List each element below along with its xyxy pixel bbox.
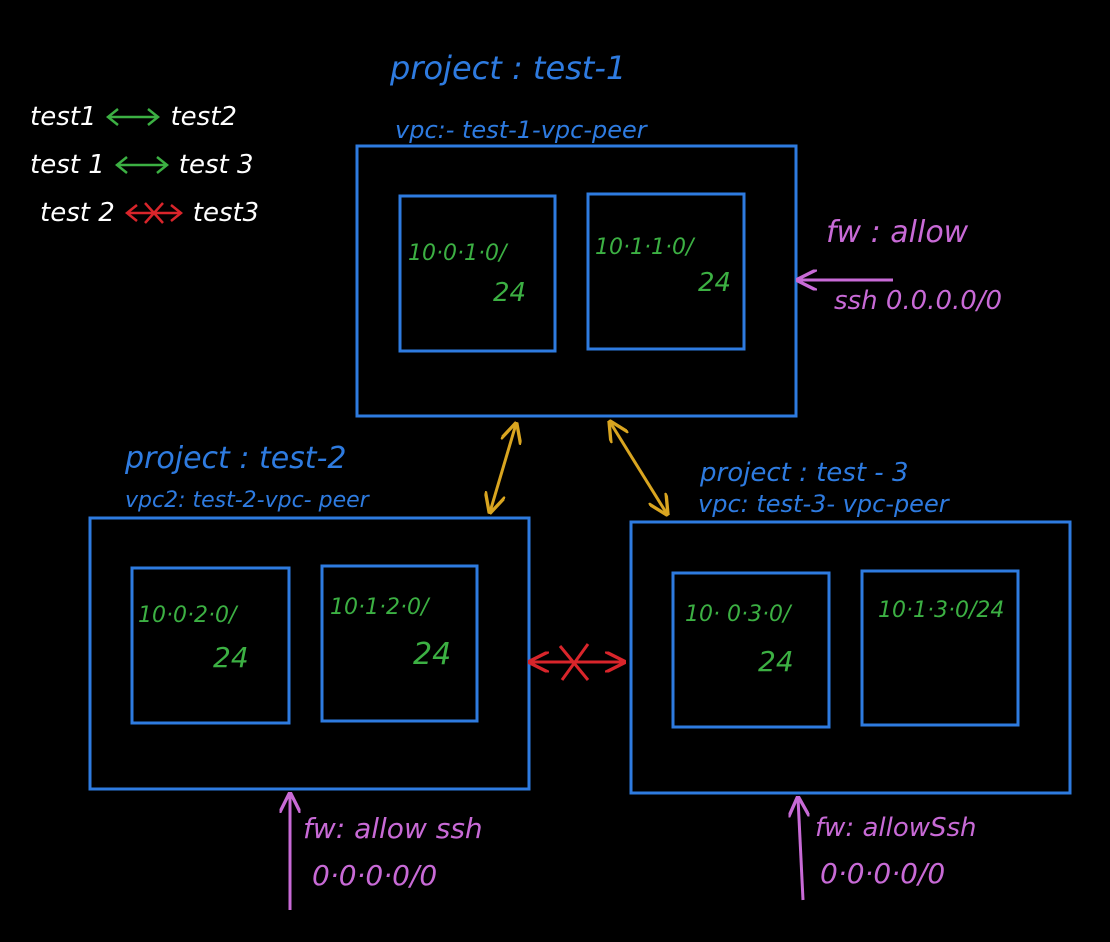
vpc-label-test-1: vpc:- test-1-vpc-peer <box>395 116 647 144</box>
firewall-rule-test-2-line1: fw: allow ssh <box>303 812 483 845</box>
legend-row-2: test 1 test 3 <box>30 148 254 182</box>
legend-right-label: test 3 <box>178 150 254 180</box>
subnet-cidr-test-3-b: 10·1·3·0/24 <box>878 598 1005 623</box>
legend-right-label: test3 <box>192 198 260 228</box>
vpc-box-test-3 <box>629 520 1072 795</box>
blocked-arrow-icon <box>124 202 183 224</box>
project-label-test-3: project : test - 3 <box>700 458 909 488</box>
firewall-rule-test-1-line2: ssh 0.0.0.0/0 <box>834 286 1003 316</box>
firewall-rule-test-1-line1: fw : allow <box>826 215 969 250</box>
subnet-mask-test-2-a: 24 <box>213 641 249 674</box>
subnet-cidr-test-1-a: 10·0·1·0/ <box>408 241 507 266</box>
subnet-mask-test-3-a: 24 <box>758 645 794 678</box>
legend-row-1: test1 test2 <box>30 100 237 134</box>
firewall-arrow-test-3 <box>798 798 803 901</box>
firewall-rule-test-3-line1: fw: allowSsh <box>815 813 977 843</box>
bidirectional-arrow-icon <box>114 156 169 174</box>
legend-row-3: test 2 test3 <box>40 196 259 230</box>
peering-arrow-test1-test3 <box>610 422 667 514</box>
firewall-rule-test-2-line2: 0·0·0·0/0 <box>312 859 438 892</box>
firewall-rule-test-3-line2: 0·0·0·0/0 <box>820 857 946 890</box>
project-label-test-1: project : test-1 <box>390 49 627 87</box>
subnet-box-test-3-a <box>671 571 831 729</box>
subnet-cidr-test-3-a: 10· 0·3·0/ <box>685 602 791 627</box>
vpc-label-test-3: vpc: test-3- vpc-peer <box>698 490 949 518</box>
subnet-mask-test-1-b: 24 <box>698 268 732 298</box>
vpc-box-test-2 <box>88 516 531 791</box>
legend-left-label: test1 <box>30 102 97 132</box>
subnet-cidr-test-2-b: 10·1·2·0/ <box>330 595 429 620</box>
vpc-label-test-2: vpc2: test-2-vpc- peer <box>125 488 369 513</box>
subnet-box-test-1-b <box>586 192 746 351</box>
peering-arrow-test1-test2 <box>490 424 516 512</box>
subnet-box-test-3-b <box>860 569 1020 727</box>
legend-left-label: test 1 <box>30 150 105 180</box>
project-label-test-2: project : test-2 <box>125 441 347 476</box>
blocked-peering-arrow-test2-test3 <box>530 643 624 681</box>
subnet-box-test-2-a <box>130 566 291 725</box>
subnet-mask-test-1-a: 24 <box>493 278 527 308</box>
bidirectional-arrow-icon <box>106 108 161 126</box>
subnet-mask-test-2-b: 24 <box>413 637 452 672</box>
subnet-box-test-2-b <box>320 564 479 723</box>
subnet-cidr-test-1-b: 10·1·1·0/ <box>595 235 694 260</box>
subnet-box-test-1-a <box>398 194 557 353</box>
subnet-cidr-test-2-a: 10·0·2·0/ <box>138 603 237 628</box>
legend-right-label: test2 <box>170 102 237 132</box>
legend-left-label: test 2 <box>40 198 115 228</box>
